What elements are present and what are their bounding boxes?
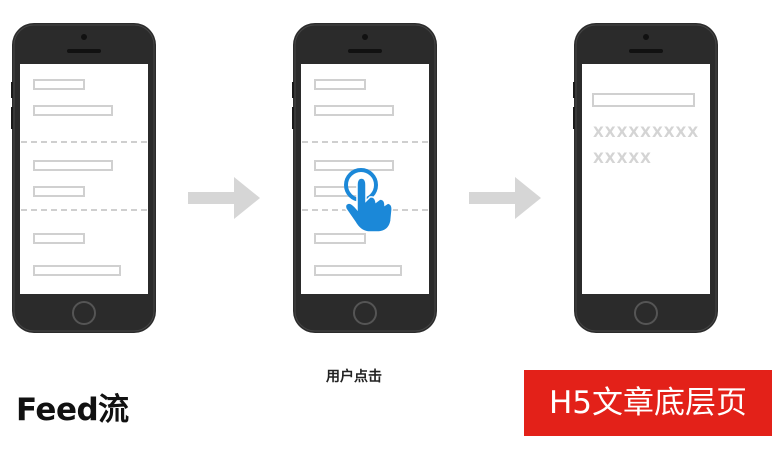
article-screen: XXXXXXXXX XXXXX	[583, 65, 709, 293]
phone-feed	[11, 22, 157, 334]
article-text-line: XXXXXXXXX	[593, 125, 700, 141]
phone-article: XXXXXXXXX XXXXX	[573, 22, 719, 334]
hand-pointer-tap-icon	[344, 168, 393, 233]
click-screen	[302, 65, 428, 293]
feed-item-title-placeholder	[33, 233, 85, 244]
phone-frame	[11, 23, 156, 333]
feed-divider	[302, 141, 428, 143]
article-title-placeholder	[592, 93, 695, 107]
feed-screen	[21, 65, 147, 293]
feed-item-text-placeholder	[33, 265, 121, 276]
feed-item-title-placeholder	[314, 233, 366, 244]
right-arrow-icon	[469, 177, 541, 219]
feed-item-text-placeholder	[33, 186, 85, 197]
phone-click	[292, 22, 438, 334]
feed-item-title-placeholder	[314, 79, 366, 90]
feed-divider	[21, 141, 147, 143]
feed-caption: Feed流	[16, 392, 129, 428]
feed-item-text-placeholder	[314, 105, 394, 116]
feed-item-title-placeholder	[33, 79, 85, 90]
feed-divider	[21, 209, 147, 211]
phone-frame	[292, 23, 437, 333]
feed-item-title-placeholder	[33, 160, 113, 171]
right-arrow-icon	[188, 177, 260, 219]
feed-item-text-placeholder	[33, 105, 113, 116]
article-caption-badge: H5文章底层页	[524, 370, 772, 436]
click-caption: 用户点击	[326, 369, 382, 385]
feed-item-text-placeholder	[314, 265, 402, 276]
article-text-line: XXXXX	[593, 151, 652, 167]
